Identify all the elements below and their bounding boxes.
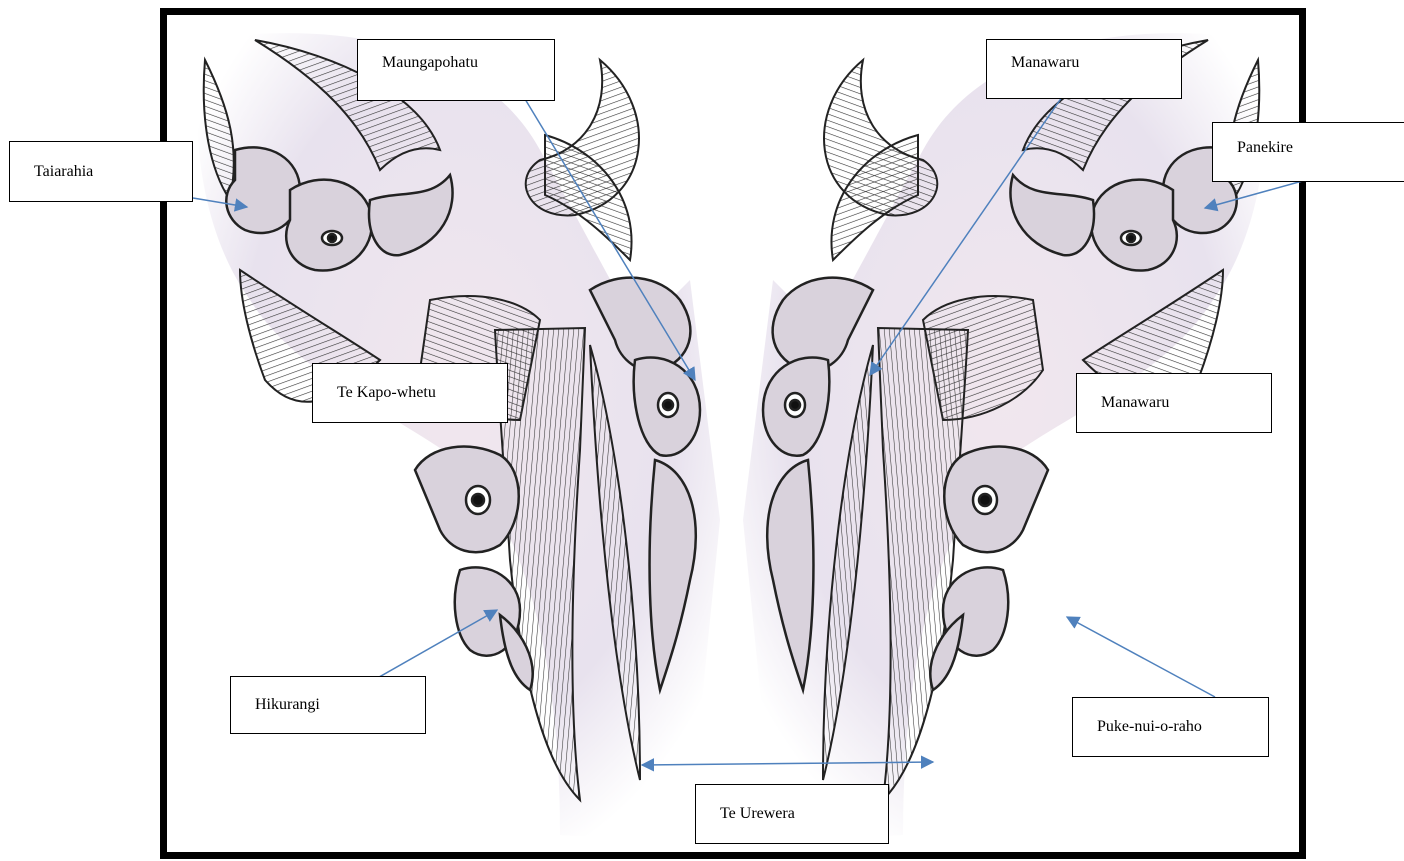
label-puke-nui-o-raho: Puke-nui-o-raho (1072, 697, 1269, 757)
label-te-kapo-whetu: Te Kapo-whetu (312, 363, 508, 423)
label-taiarahia: Taiarahia (9, 141, 193, 202)
label-manawaru-right: Manawaru (1076, 373, 1272, 433)
label-panekire: Panekire (1212, 122, 1404, 182)
arrow-puke-nui-o-raho (1067, 617, 1215, 697)
label-maungapohatu: Maungapohatu (357, 39, 555, 101)
label-hikurangi: Hikurangi (230, 676, 426, 734)
label-te-urewera: Te Urewera (695, 784, 889, 844)
label-manawaru-top: Manawaru (986, 39, 1182, 99)
